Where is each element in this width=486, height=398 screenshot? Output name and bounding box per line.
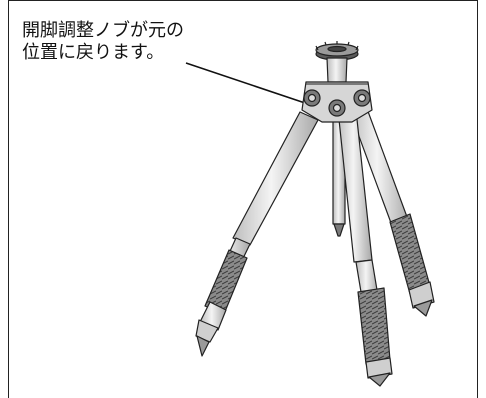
tripod-leg-left: [195, 111, 319, 357]
callout-label: 開脚調整ノブが元の 位置に戻ります。: [22, 20, 184, 63]
center-column-upper: [326, 57, 348, 83]
figure-frame: [8, 0, 478, 398]
tripod-leg-right: [349, 105, 435, 317]
head-plate: [315, 41, 359, 61]
leg-angle-knob: [301, 81, 373, 123]
callout-leader-line: [185, 62, 306, 104]
